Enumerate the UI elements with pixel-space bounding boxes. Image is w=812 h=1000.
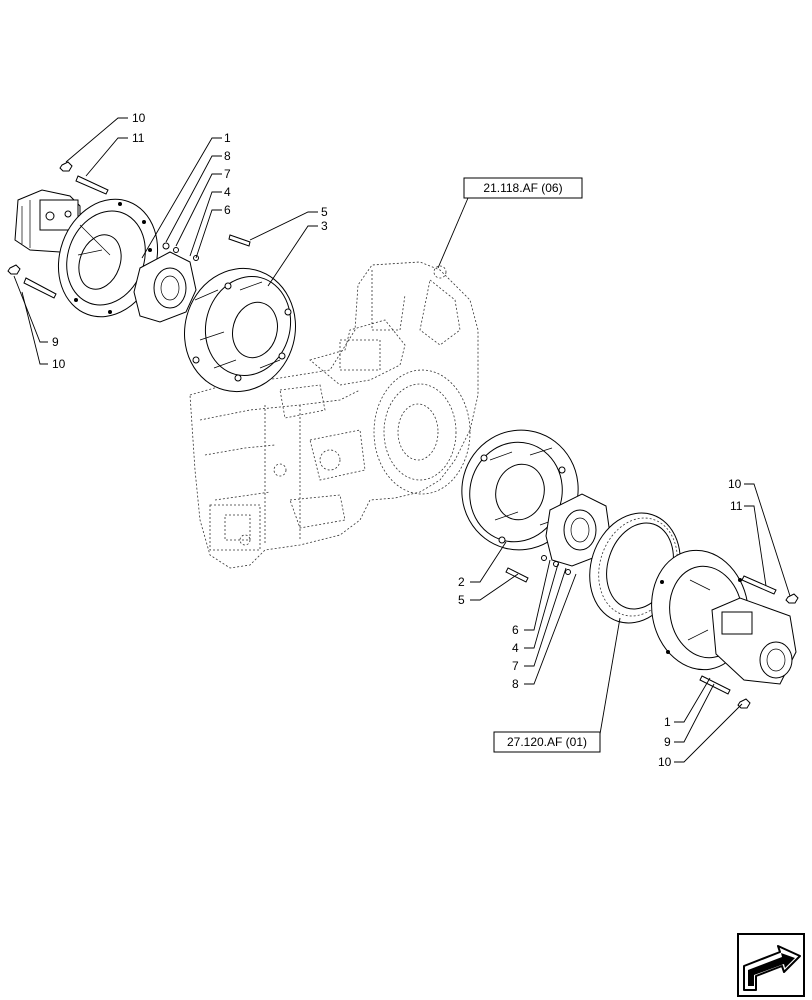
ring-gear-reference-link[interactable]: 27.120.AF (01) bbox=[493, 731, 601, 753]
callout-10: 10 bbox=[52, 357, 66, 371]
transmission-housing-ghost bbox=[189, 261, 479, 569]
callout-7: 7 bbox=[224, 167, 231, 181]
callout-10: 10 bbox=[132, 111, 146, 125]
callout-6: 6 bbox=[512, 623, 519, 637]
right-bolts bbox=[699, 575, 799, 709]
left-piston-plate bbox=[133, 242, 199, 323]
housing-reference-link[interactable]: 21.118.AF (06) bbox=[463, 177, 583, 199]
left-brake-cover bbox=[57, 198, 159, 318]
callout-10: 10 bbox=[728, 477, 742, 491]
callout-8: 8 bbox=[224, 149, 231, 163]
callout-2: 2 bbox=[458, 575, 465, 589]
housing-reference-label[interactable]: 21.118.AF (06) bbox=[483, 181, 562, 195]
left-bolts bbox=[7, 161, 109, 299]
callout-7: 7 bbox=[512, 659, 519, 673]
right-brake-actuator bbox=[711, 597, 797, 685]
callout-4: 4 bbox=[224, 185, 231, 199]
callout-5: 5 bbox=[321, 205, 328, 219]
callout-labels: 10 11 9 10 1 8 7 4 6 5 3 2 5 6 4 7 8 10 … bbox=[52, 111, 743, 769]
callout-8: 8 bbox=[512, 677, 519, 691]
callout-6: 6 bbox=[224, 203, 231, 217]
ring-gear-reference-label[interactable]: 27.120.AF (01) bbox=[507, 735, 587, 749]
left-brake-housing bbox=[184, 234, 296, 393]
callout-11: 11 bbox=[730, 499, 743, 513]
forward-arrow-icon[interactable] bbox=[737, 933, 805, 997]
callout-9: 9 bbox=[52, 335, 59, 349]
callout-4: 4 bbox=[512, 641, 519, 655]
callout-10: 10 bbox=[658, 755, 672, 769]
callout-1: 1 bbox=[664, 715, 671, 729]
callout-3: 3 bbox=[321, 219, 328, 233]
callout-1: 1 bbox=[224, 131, 231, 145]
callout-9: 9 bbox=[664, 735, 671, 749]
callout-5: 5 bbox=[458, 593, 465, 607]
callout-11: 11 bbox=[132, 131, 145, 145]
right-piston-plate bbox=[541, 493, 611, 575]
leader-lines bbox=[13, 117, 791, 763]
